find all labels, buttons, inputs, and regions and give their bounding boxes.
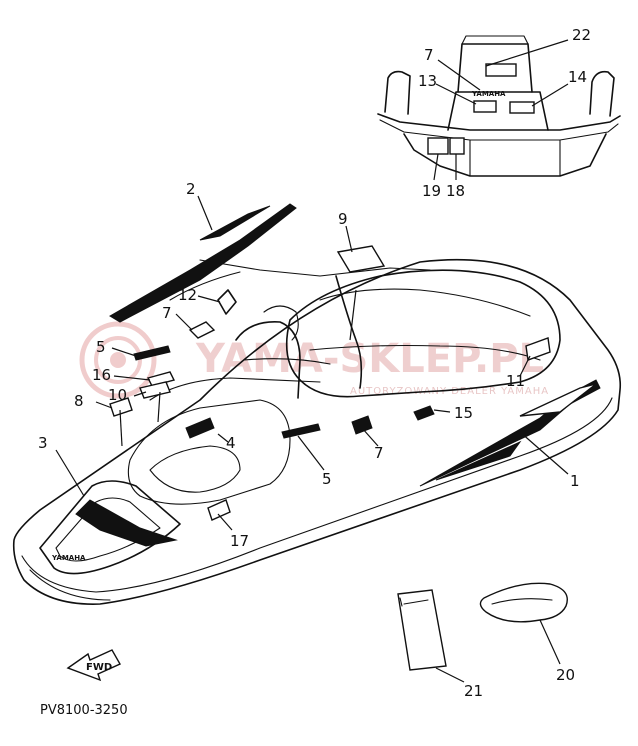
decal-18 <box>449 137 465 155</box>
callout-7b: 7 <box>374 444 384 462</box>
callout-10: 10 <box>108 386 127 404</box>
callout-16: 17 <box>230 532 249 550</box>
decal-5b <box>281 423 321 439</box>
decal-11 <box>525 337 551 361</box>
decal-5a <box>133 345 171 361</box>
decal-16 <box>207 499 231 521</box>
decal-17 <box>146 371 176 387</box>
callout-15: 15 <box>454 404 473 422</box>
decal-9 <box>336 245 386 273</box>
callout-12: 12 <box>178 286 197 304</box>
decal-7a <box>188 321 216 339</box>
callout-21: 21 <box>464 682 483 700</box>
fwd-arrow-icon: FWD <box>66 649 121 682</box>
callout-1: 1 <box>570 472 580 490</box>
owner-manual-21 <box>397 589 447 671</box>
rear-yamaha-label: YAMAHA <box>471 90 506 98</box>
decal-13 <box>473 100 497 113</box>
separate-parts: FWD <box>66 582 568 682</box>
leader-lines <box>55 195 569 683</box>
watermark-subtext: AUTORYZOWANY DEALER YAMAHA <box>350 386 549 397</box>
watercraft-hull: YAMAHA <box>12 203 622 605</box>
pouch-20 <box>479 582 568 623</box>
decal-19 <box>427 137 449 155</box>
callout-6: 7 <box>424 46 434 64</box>
callout-22: 22 <box>572 26 591 44</box>
callout-9: 9 <box>338 210 348 228</box>
callout-14: 14 <box>568 68 587 86</box>
fwd-label: FWD <box>86 662 112 673</box>
decal-4 <box>185 417 215 439</box>
nose-yamaha-label: YAMAHA <box>51 554 86 562</box>
decal-12 <box>217 289 237 315</box>
callout-7a: 7 <box>162 304 172 322</box>
watermark-text: YAMA-SKLEP.PL <box>195 336 544 382</box>
watermark-logo-icon <box>79 321 157 399</box>
callout-3: 3 <box>38 434 48 452</box>
callout-5a: 5 <box>96 338 106 356</box>
decal-15 <box>413 405 435 421</box>
decal-14 <box>509 101 535 114</box>
decal-22 <box>485 63 517 77</box>
callout-19: 19 <box>422 182 441 200</box>
callout-20: 20 <box>556 666 575 684</box>
callout-17: 16 <box>92 366 111 384</box>
callout-18: 18 <box>446 182 465 200</box>
decal-8 <box>109 397 133 417</box>
callout-labels: 22 7 13 14 19 18 2 9 12 7 5 16 10 8 3 4 … <box>38 26 591 700</box>
callout-8: 8 <box>74 392 84 410</box>
callout-4: 4 <box>226 434 236 452</box>
rear-view-inset: YAMAHA <box>377 35 621 181</box>
callout-5b: 5 <box>322 470 332 488</box>
diagram-code: PV8100-3250 <box>40 703 128 718</box>
decal-7b <box>351 415 373 435</box>
callout-11: 11 <box>506 372 525 390</box>
decal-10 <box>139 381 171 399</box>
callout-2: 2 <box>186 180 196 198</box>
callout-13: 13 <box>418 72 437 90</box>
